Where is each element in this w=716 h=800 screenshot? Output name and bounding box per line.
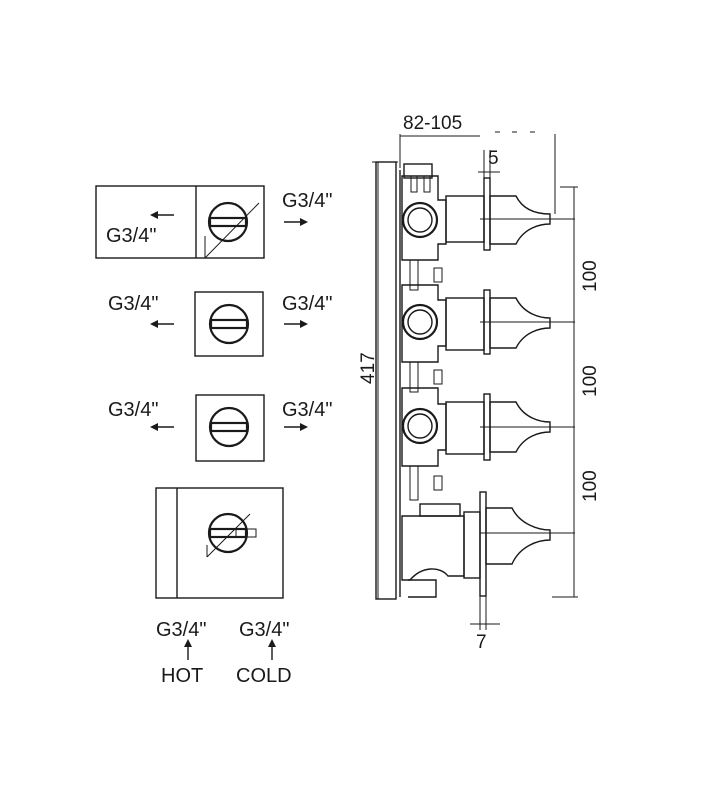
side-backplate (375, 161, 397, 600)
dim-spacing-1: 100 (580, 260, 601, 292)
hot-label: HOT (161, 665, 203, 687)
thermostat-knob-slot (208, 527, 248, 539)
thermostat-indicator-line (206, 513, 251, 558)
thermostat-knob (207, 512, 249, 554)
side-thermostat-cartridge (401, 491, 551, 598)
unit-1-plate (95, 185, 265, 259)
cold-label: COLD (236, 665, 292, 687)
unit-2-plate (194, 291, 264, 357)
dim-plate-offset-label: 5 (488, 148, 499, 169)
dim-total-height (372, 161, 398, 599)
unit-2-outlet-left-label: G3/4" (108, 293, 158, 315)
unit-1-outlet-left-label: G3/4" (106, 225, 156, 247)
unit-2-knob (208, 303, 250, 345)
unit-3-outlet-left-label: G3/4" (108, 399, 158, 421)
dim-plate-thickness-label: 7 (476, 632, 487, 653)
side-port-2 (401, 303, 439, 341)
inlet-cold-size-label: G3/4" (239, 619, 289, 641)
side-handle-1 (445, 177, 551, 251)
diverter-unit-3: G3/4" G3/4" (108, 394, 332, 462)
diverter-unit-2: G3/4" G3/4" (108, 291, 332, 357)
side-port-1 (401, 201, 439, 239)
dim-total-height-label: 417 (358, 352, 379, 384)
side-view: 100 100 100 417 82-105 5 (358, 113, 601, 653)
dim-depth (399, 131, 556, 214)
unit-3-outlet-right-label: G3/4" (282, 399, 332, 421)
unit-3-knob (208, 406, 250, 448)
dim-plate-offset (478, 150, 500, 178)
inlet-hot-size-label: G3/4" (156, 619, 206, 641)
unit-1-knob (207, 201, 249, 243)
side-port-3 (401, 407, 439, 445)
unit-3-plate (195, 394, 265, 462)
dim-spacing-2: 100 (580, 365, 601, 397)
dim-spacing-3: 100 (580, 470, 601, 502)
thermostat-unit: G3/4" G3/4" HOT COLD (155, 487, 292, 687)
dim-spacing-chain (552, 186, 578, 598)
unit-1-outlet-right-label: G3/4" (282, 190, 332, 212)
unit-3-knob-slot (209, 421, 249, 433)
front-view: G3/4" G3/4" G3/4" G3/4" G3/4" G3/4" (95, 185, 332, 687)
dim-plate-thickness (470, 596, 500, 630)
side-top-flange (403, 163, 433, 179)
unit-2-knob-slot (209, 318, 249, 330)
thermostat-safety-button (235, 528, 257, 538)
thermostat-plate (155, 487, 284, 599)
unit-1-knob-slot (208, 216, 248, 228)
unit-1-indicator-line (204, 202, 260, 259)
diverter-unit-1: G3/4" G3/4" (95, 185, 332, 259)
unit-2-outlet-right-label: G3/4" (282, 293, 332, 315)
dim-depth-label: 82-105 (403, 113, 462, 134)
